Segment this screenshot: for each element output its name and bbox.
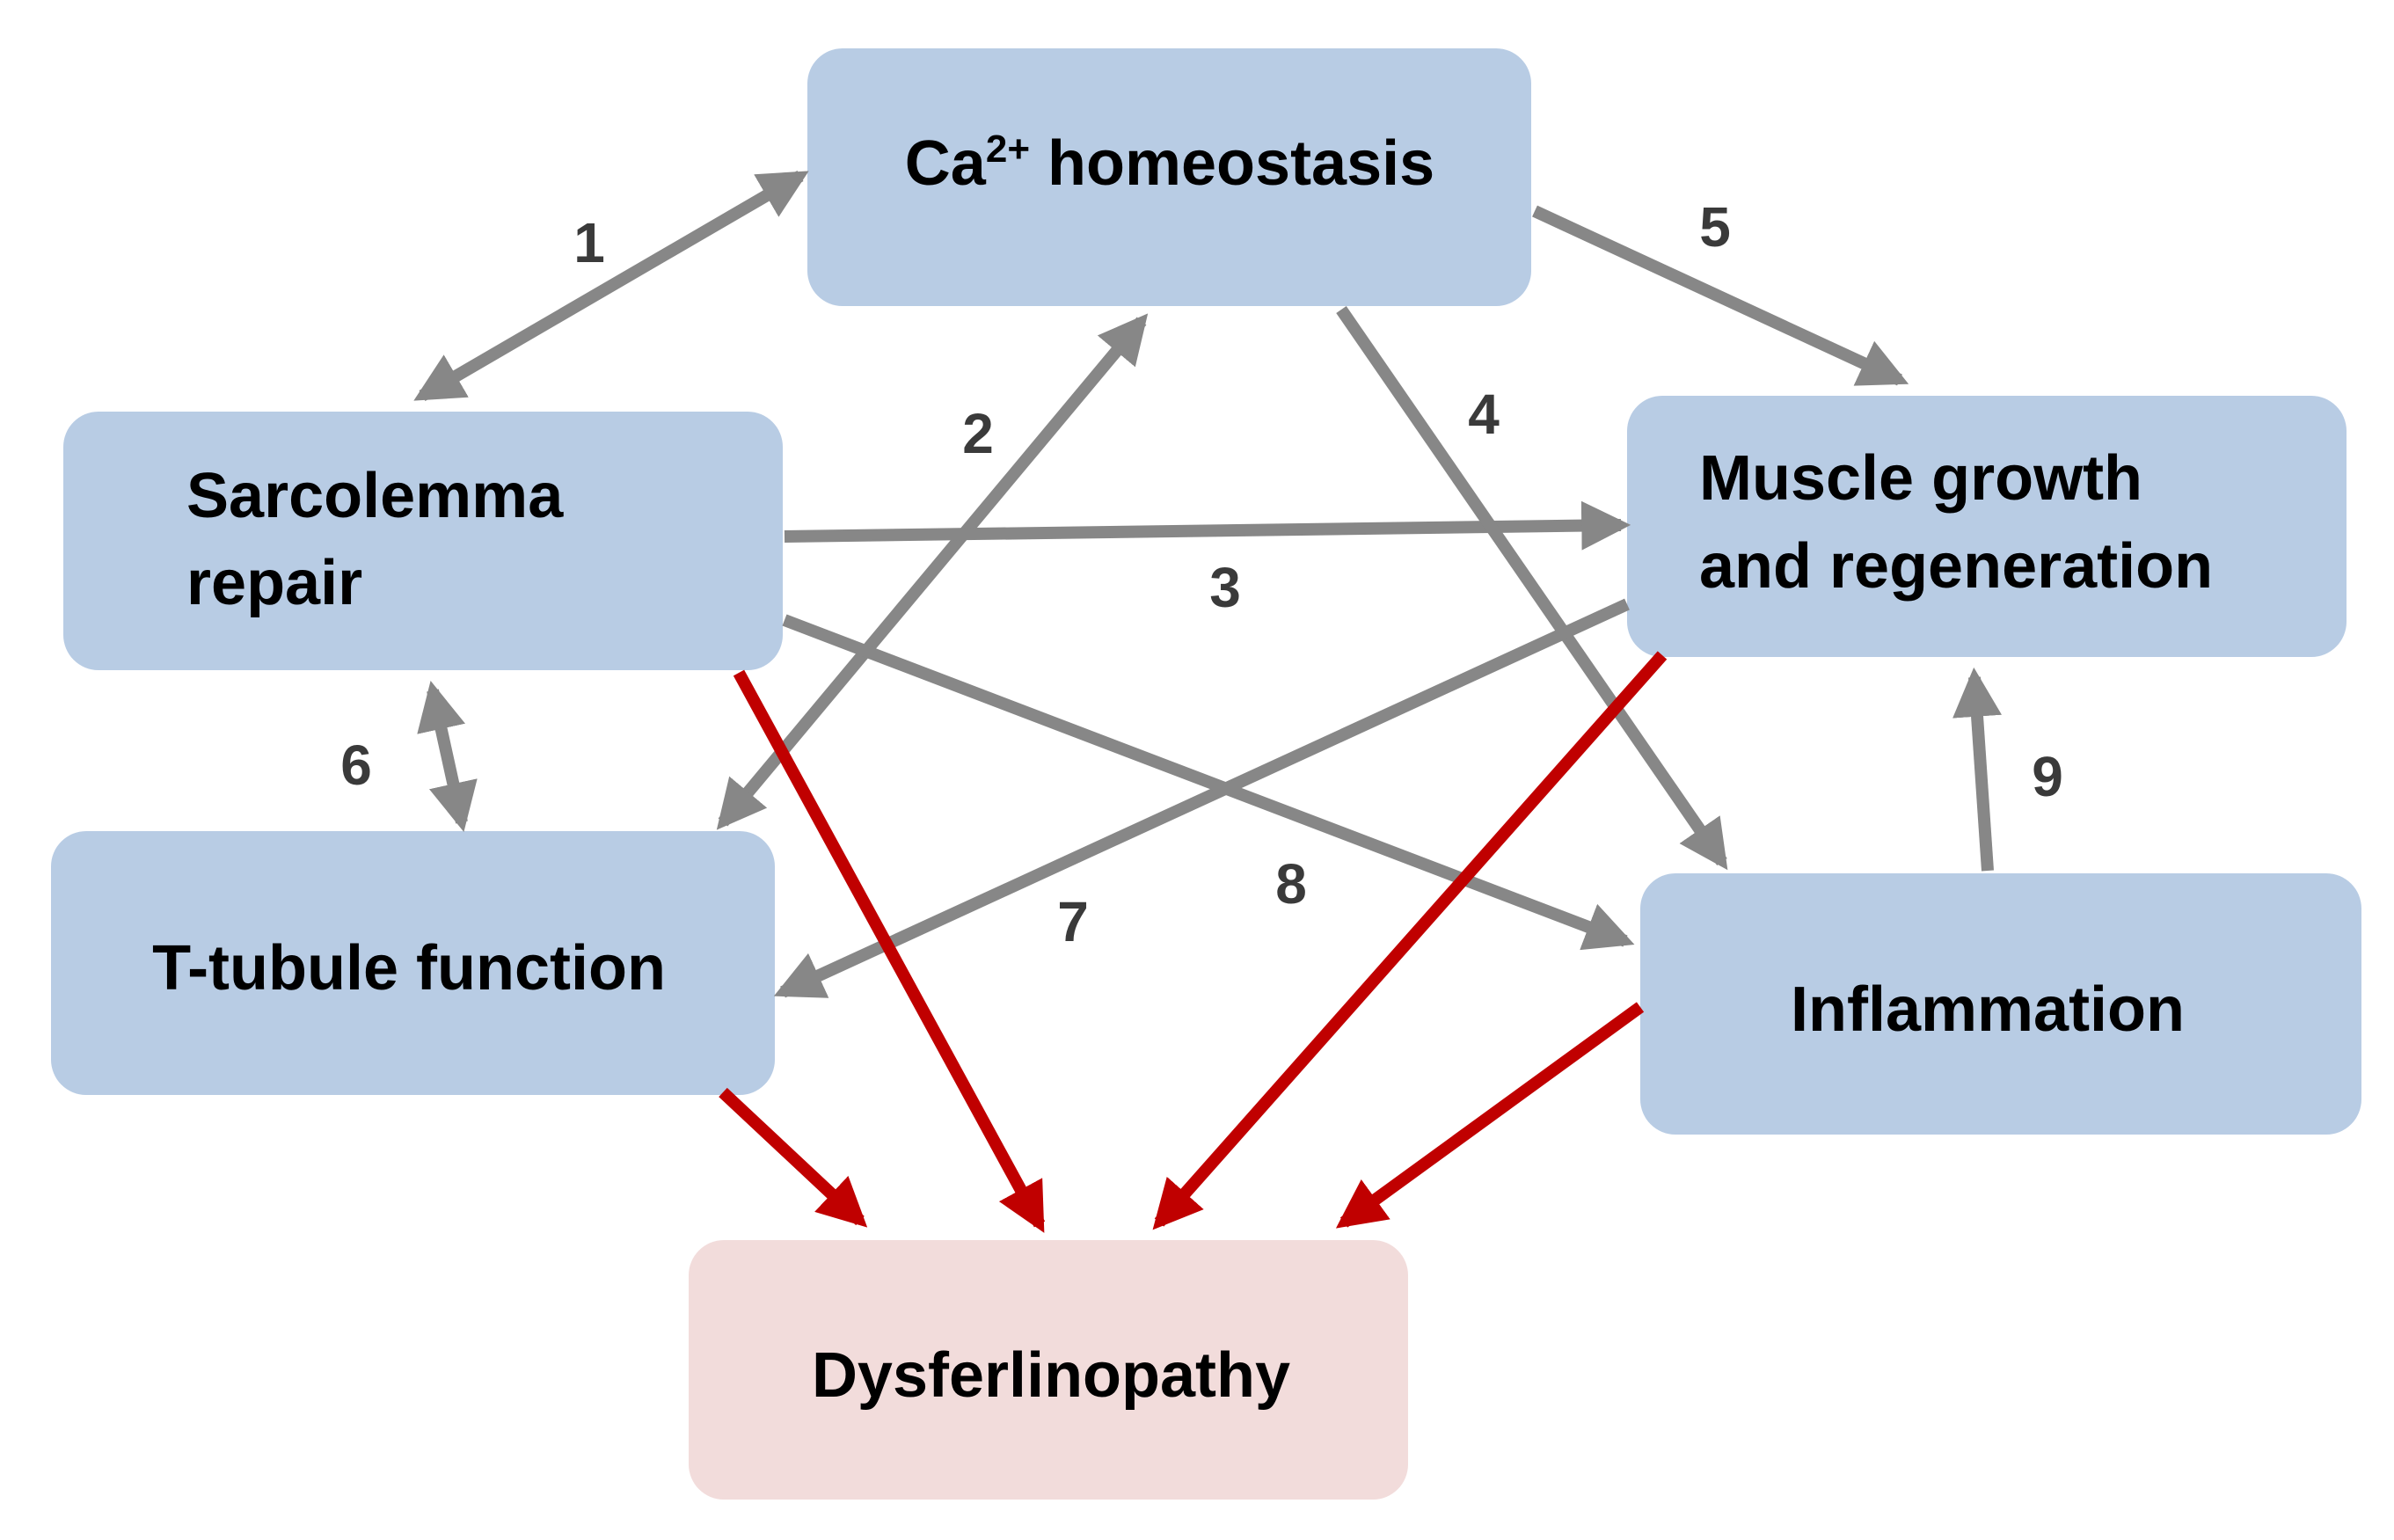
- edge-7-arrow: [773, 598, 1630, 998]
- edge-label-1: 1: [573, 211, 605, 274]
- node-dysferlinopathy: [689, 1240, 1408, 1500]
- node-label-muscle-line2: and regeneration: [1699, 531, 2213, 602]
- edge-6-arrow: [417, 681, 478, 832]
- edge-label-4: 4: [1468, 383, 1500, 446]
- edge-1-arrow: [413, 170, 809, 402]
- edge-label-8: 8: [1275, 852, 1307, 916]
- edge-label-9: 9: [2032, 745, 2063, 808]
- edge-9-arrow: [1952, 667, 2002, 872]
- node-label-muscle-line1: Muscle growth: [1699, 443, 2142, 514]
- red-arrow-muscle-to-dysferlinopathy: [1152, 651, 1668, 1230]
- red-arrow-sarcolemma-to-dysferlinopathy: [733, 669, 1046, 1233]
- node-label-t-tubule-function: T-tubule function: [152, 933, 666, 1004]
- node-label-dysferlinopathy: Dysferlinopathy: [812, 1340, 1290, 1411]
- edge-2-arrow: [716, 313, 1149, 830]
- node-sarcolemma-repair: [63, 412, 783, 670]
- node-label-calcium-homeostasis: Ca2+ homeostasis: [905, 128, 1434, 199]
- red-arrow-inflammation-to-dysferlinopathy: [1335, 1002, 1645, 1229]
- node-t-tubule-function: [51, 831, 775, 1095]
- red-arrow-ttubule-to-dysferlinopathy: [719, 1087, 868, 1228]
- edge-3-arrow: [784, 500, 1631, 551]
- node-label-sarcolemma-line2: repair: [186, 548, 362, 618]
- node-label-sarcolemma-line1: Sarcolemma: [186, 461, 564, 531]
- node-label-inflammation: Inflammation: [1791, 974, 2185, 1045]
- edge-label-6: 6: [340, 734, 372, 797]
- node-muscle-growth: [1627, 396, 2347, 657]
- edge-label-3: 3: [1209, 556, 1241, 619]
- edge-8-arrow: [782, 614, 1635, 951]
- edge-label-5: 5: [1699, 195, 1731, 259]
- edge-label-2: 2: [962, 402, 994, 465]
- edge-4-arrow: [1336, 306, 1728, 871]
- edge-5-arrow: [1532, 205, 1909, 386]
- edge-label-7: 7: [1057, 890, 1089, 953]
- node-inflammation: [1640, 873, 2361, 1135]
- node-calcium-homeostasis: [807, 48, 1531, 306]
